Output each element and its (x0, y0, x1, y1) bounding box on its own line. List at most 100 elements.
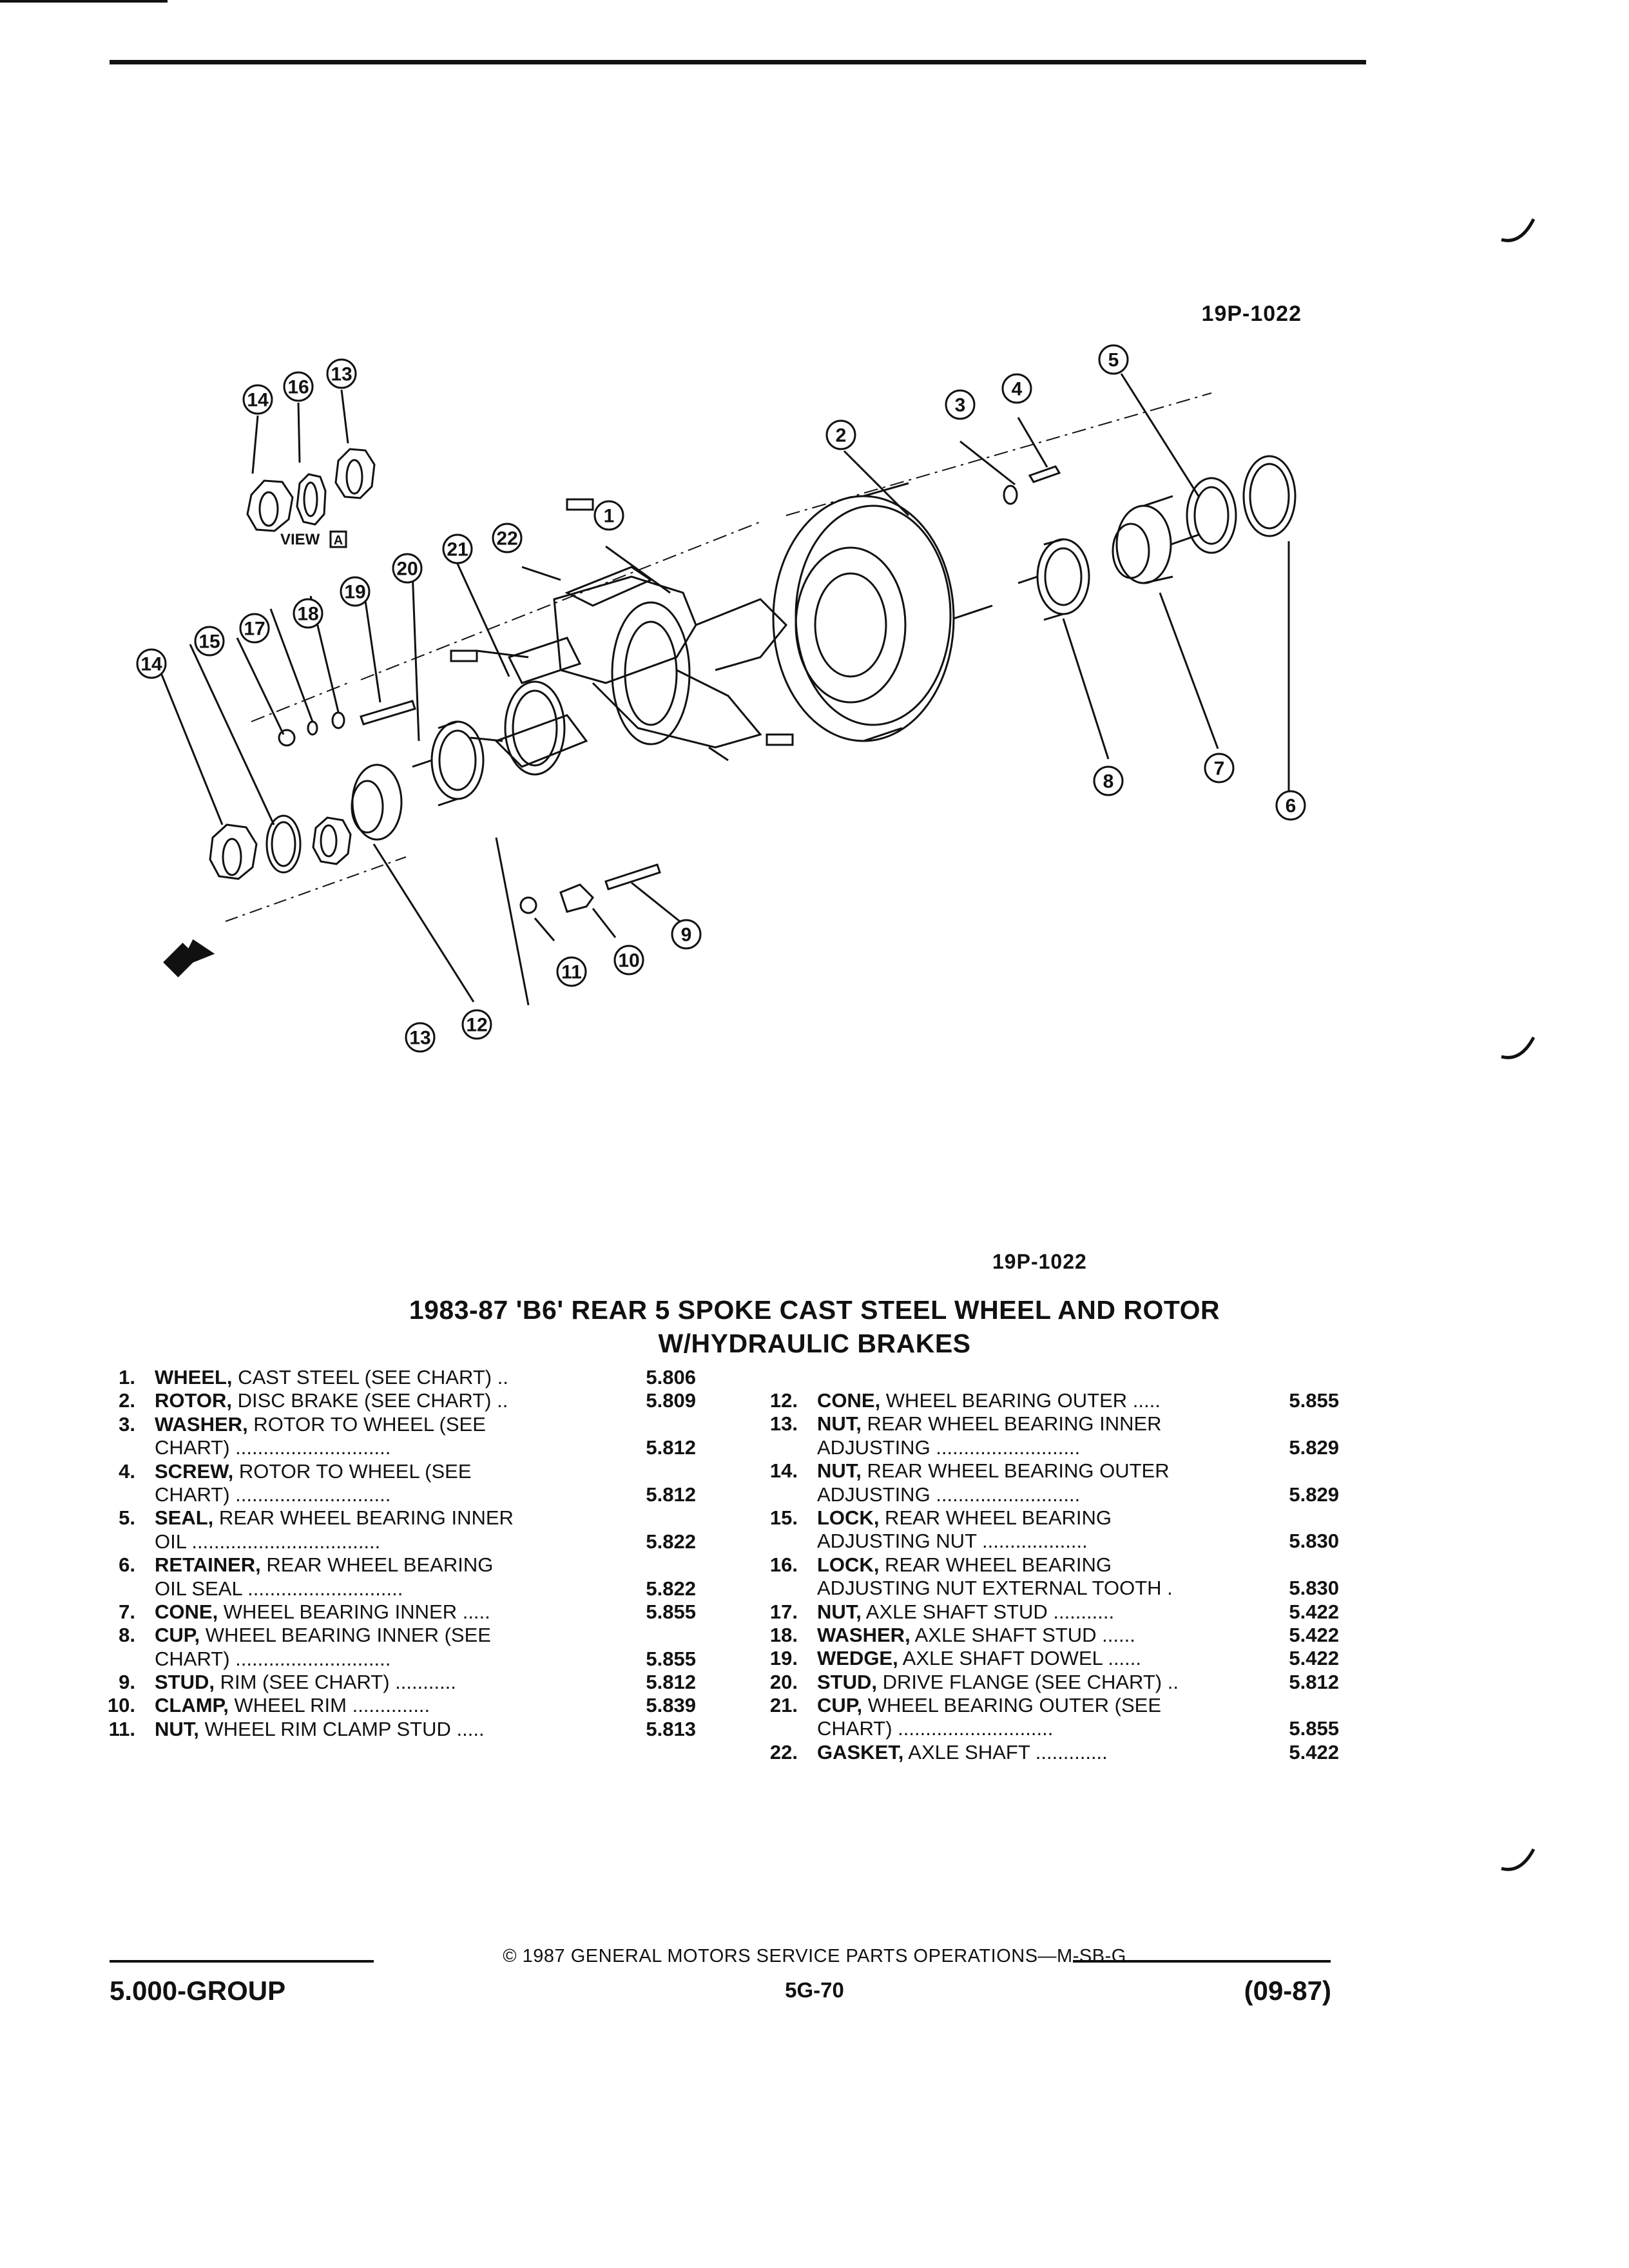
item-name: WEDGE, (817, 1647, 898, 1670)
parts-row: CHART) ............................5.812 (90, 1436, 696, 1459)
item-number (90, 1436, 135, 1459)
inner-adjusting-nut (312, 816, 352, 865)
item-number (747, 1483, 798, 1506)
callout-4: 4 (1012, 379, 1023, 400)
item-name: STUD, (817, 1670, 877, 1693)
item-detail: REAR WHEEL BEARING (260, 1553, 494, 1577)
group-number (612, 1624, 696, 1647)
view-label: VIEW (280, 531, 320, 548)
callout-9: 9 (681, 925, 692, 946)
callout-2: 2 (836, 425, 847, 447)
item-number: 6. (119, 1553, 135, 1577)
item-number (747, 1530, 798, 1553)
item-number: 2. (119, 1389, 135, 1412)
group-number (1262, 1459, 1339, 1483)
callout-19: 19 (344, 582, 365, 603)
rim-stud-centerline (225, 856, 407, 922)
item-number (90, 1483, 135, 1506)
callout-7: 7 (1214, 758, 1225, 780)
group-number: 5.855 (646, 1600, 696, 1623)
group-number: 5.812 (1289, 1670, 1339, 1693)
item-number: 14. (769, 1459, 798, 1483)
group-number (612, 1413, 696, 1436)
item-detail: WHEEL RIM CLAMP STUD ..... (198, 1717, 485, 1740)
figure-ref-code-mid: 19P-1022 (992, 1250, 1087, 1273)
item-description: RETAINER, REAR WHEEL BEARING (155, 1553, 612, 1577)
parts-row: 17.NUT, AXLE SHAFT STUD ...........5.422 (747, 1600, 1339, 1624)
parts-row: 10.CLAMP, WHEEL RIM ..............5.839 (90, 1694, 696, 1717)
callout-3: 3 (955, 395, 966, 416)
item-description: NUT, WHEEL RIM CLAMP STUD ..... (155, 1718, 612, 1741)
item-number: 1. (119, 1366, 135, 1389)
item-number (747, 1436, 798, 1459)
view-a-arrow-symbol (163, 939, 215, 977)
inner-oil-seal (1186, 477, 1237, 554)
item-detail: WHEEL RIM .............. (228, 1694, 430, 1717)
item-description: WASHER, ROTOR TO WHEEL (SEE (155, 1413, 612, 1436)
group-number (1262, 1553, 1339, 1577)
parts-row: 5.SEAL, REAR WHEEL BEARING INNER (90, 1506, 696, 1530)
parts-row: 1.WHEEL, CAST STEEL (SEE CHART) ..5.806 (90, 1366, 696, 1389)
item-number: 10. (107, 1694, 135, 1717)
parts-row: 20.STUD, DRIVE FLANGE (SEE CHART) ..5.81… (747, 1671, 1339, 1694)
parts-row: 6. RETAINER, REAR WHEEL BEARING (90, 1553, 696, 1577)
item-number: 19. (769, 1647, 798, 1670)
parts-list-right: 12.CONE, WHEEL BEARING OUTER .....5.855 1… (747, 1389, 1339, 1764)
item-description: WHEEL, CAST STEEL (SEE CHART) .. (155, 1366, 612, 1389)
item-name: STUD, (155, 1671, 215, 1694)
item-description: LOCK, REAR WHEEL BEARING (817, 1553, 1262, 1577)
item-detail: AXLE SHAFT STUD ...... (910, 1623, 1135, 1646)
item-detail: REAR WHEEL BEARING (879, 1506, 1112, 1529)
parts-row: OIL .................................. 5.… (90, 1530, 696, 1553)
item-description: ADJUSTING NUT ................... (817, 1530, 1262, 1553)
item-detail: ADJUSTING NUT ................... (817, 1530, 1088, 1553)
axle-dowel-wedge (331, 711, 345, 729)
page-subtitle: W/HYDRAULIC BRAKES (658, 1329, 971, 1358)
parts-row: CHART) ............................5.855 (90, 1648, 696, 1671)
axle-stud-nut (278, 729, 296, 747)
group-number: 5.855 (1289, 1717, 1339, 1740)
item-description: CHART) ............................ (155, 1483, 612, 1506)
item-name: WASHER, (155, 1412, 248, 1436)
item-detail: AXLE SHAFT STUD ........... (861, 1600, 1115, 1623)
item-description: WASHER, AXLE SHAFT STUD ...... (817, 1624, 1262, 1647)
footer-group: 5.000-GROUP (110, 1975, 286, 2006)
item-number (90, 1577, 135, 1600)
item-description: NUT, REAR WHEEL BEARING OUTER (817, 1459, 1262, 1483)
item-number: 16. (769, 1553, 798, 1576)
item-description: CHART) ............................ (817, 1717, 1262, 1740)
item-name: NUT, (817, 1459, 862, 1483)
callout-21: 21 (447, 539, 468, 561)
group-number (612, 1553, 696, 1577)
item-description: SCREW, ROTOR TO WHEEL (SEE (155, 1460, 612, 1483)
callout-15: 15 (198, 631, 220, 653)
parts-row: 2.ROTOR, DISC BRAKE (SEE CHART) ..5.809 (90, 1389, 696, 1412)
item-description: GASKET, AXLE SHAFT ............. (817, 1741, 1262, 1764)
page-title: 1983-87 'B6' REAR 5 SPOKE CAST STEEL WHE… (409, 1295, 1220, 1325)
item-number (747, 1717, 798, 1740)
group-number: 5.422 (1289, 1600, 1339, 1623)
parts-row: 12.CONE, WHEEL BEARING OUTER .....5.855 (747, 1389, 1339, 1412)
callout-12: 12 (466, 1015, 487, 1036)
item-detail: WHEEL BEARING INNER ..... (218, 1600, 490, 1623)
parts-row: CHART) ............................ 5.855 (747, 1717, 1339, 1740)
item-name: RETAINER, (155, 1553, 261, 1577)
item-number: 11. (108, 1717, 135, 1740)
item-detail: REAR WHEEL BEARING OUTER (861, 1459, 1170, 1483)
group-number: 5.422 (1289, 1647, 1339, 1670)
item-description: ROTOR, DISC BRAKE (SEE CHART) .. (155, 1389, 612, 1412)
oil-seal-retainer (1242, 455, 1296, 537)
callout-20: 20 (396, 559, 418, 580)
item-description: OIL .................................. (155, 1530, 612, 1553)
item-detail: CAST STEEL (SEE CHART) .. (232, 1366, 508, 1389)
figure-ref-code-top: 19P-1022 (1201, 302, 1302, 326)
parts-row: 7.CONE, WHEEL BEARING INNER .....5.855 (90, 1600, 696, 1624)
group-number (1262, 1506, 1339, 1530)
item-detail: ROTOR TO WHEEL (SEE (247, 1412, 486, 1436)
group-number: 5.822 (646, 1530, 696, 1553)
outer-adjusting-nut (209, 823, 258, 880)
item-description: ADJUSTING .......................... (817, 1436, 1262, 1459)
item-detail: RIM (SEE CHART) ........... (215, 1671, 456, 1694)
item-number: 20. (769, 1670, 798, 1693)
